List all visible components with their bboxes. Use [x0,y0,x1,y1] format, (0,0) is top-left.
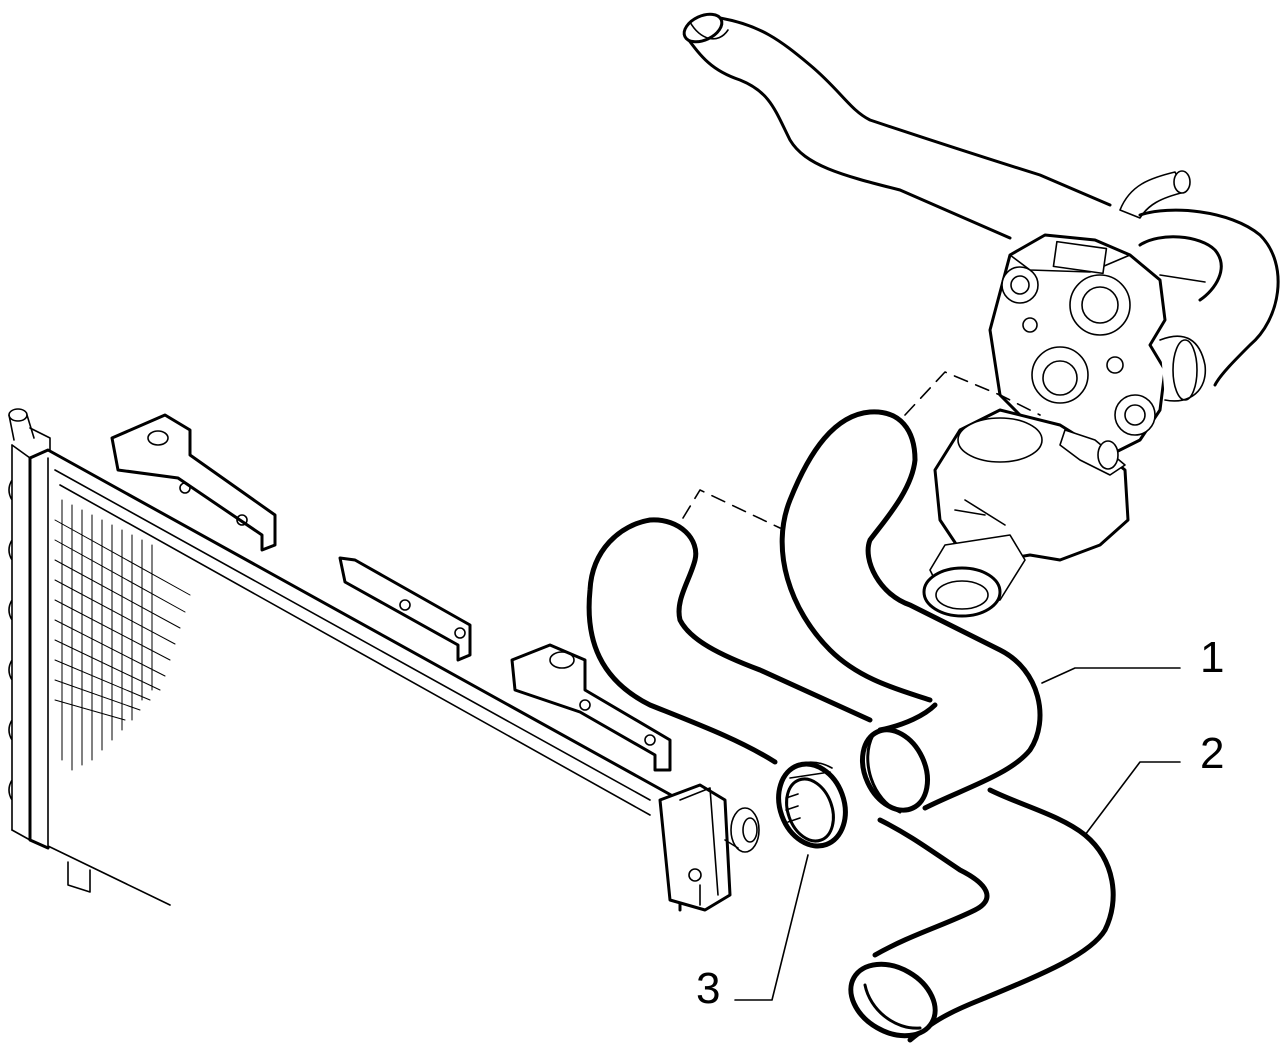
upper-heater-hose [682,12,1112,240]
bypass-hose [1138,208,1280,387]
radiator-bracket-middle [338,556,472,662]
callout-2-leader [1084,761,1181,836]
radiator-right-tank [658,783,760,912]
callout-3-leader [734,854,809,1001]
radiator-left-tank [8,444,13,831]
radiator-drain-plug [67,861,91,893]
assembly-line-upper [904,371,1041,416]
radiator-top-rail-inner [59,484,651,816]
callout-3-label: 3 [696,964,720,1013]
radiator-core-grid [54,499,191,771]
radiator-filler-neck [8,408,51,451]
radiator [8,408,760,912]
callout-1-leader [1041,667,1181,684]
radiator-lower-hose [586,517,1116,1043]
radiator-bracket-left [110,413,277,552]
radiator-bracket-right [510,643,672,772]
radiator-frame-left [28,456,50,850]
coolant-outlet-fitting [922,408,1130,618]
assembly-line-lower [682,489,781,529]
callout-1-label: 1 [1200,633,1224,682]
radiator-left-tank-edges [11,444,31,841]
hose-clamp [776,761,848,849]
callout-2-label: 2 [1200,729,1224,778]
radiator-frame-inner-left [47,457,171,906]
radiator-top-rail [54,469,651,801]
thermostat-housing [988,170,1207,457]
radiator-upper-hose [779,409,1043,814]
